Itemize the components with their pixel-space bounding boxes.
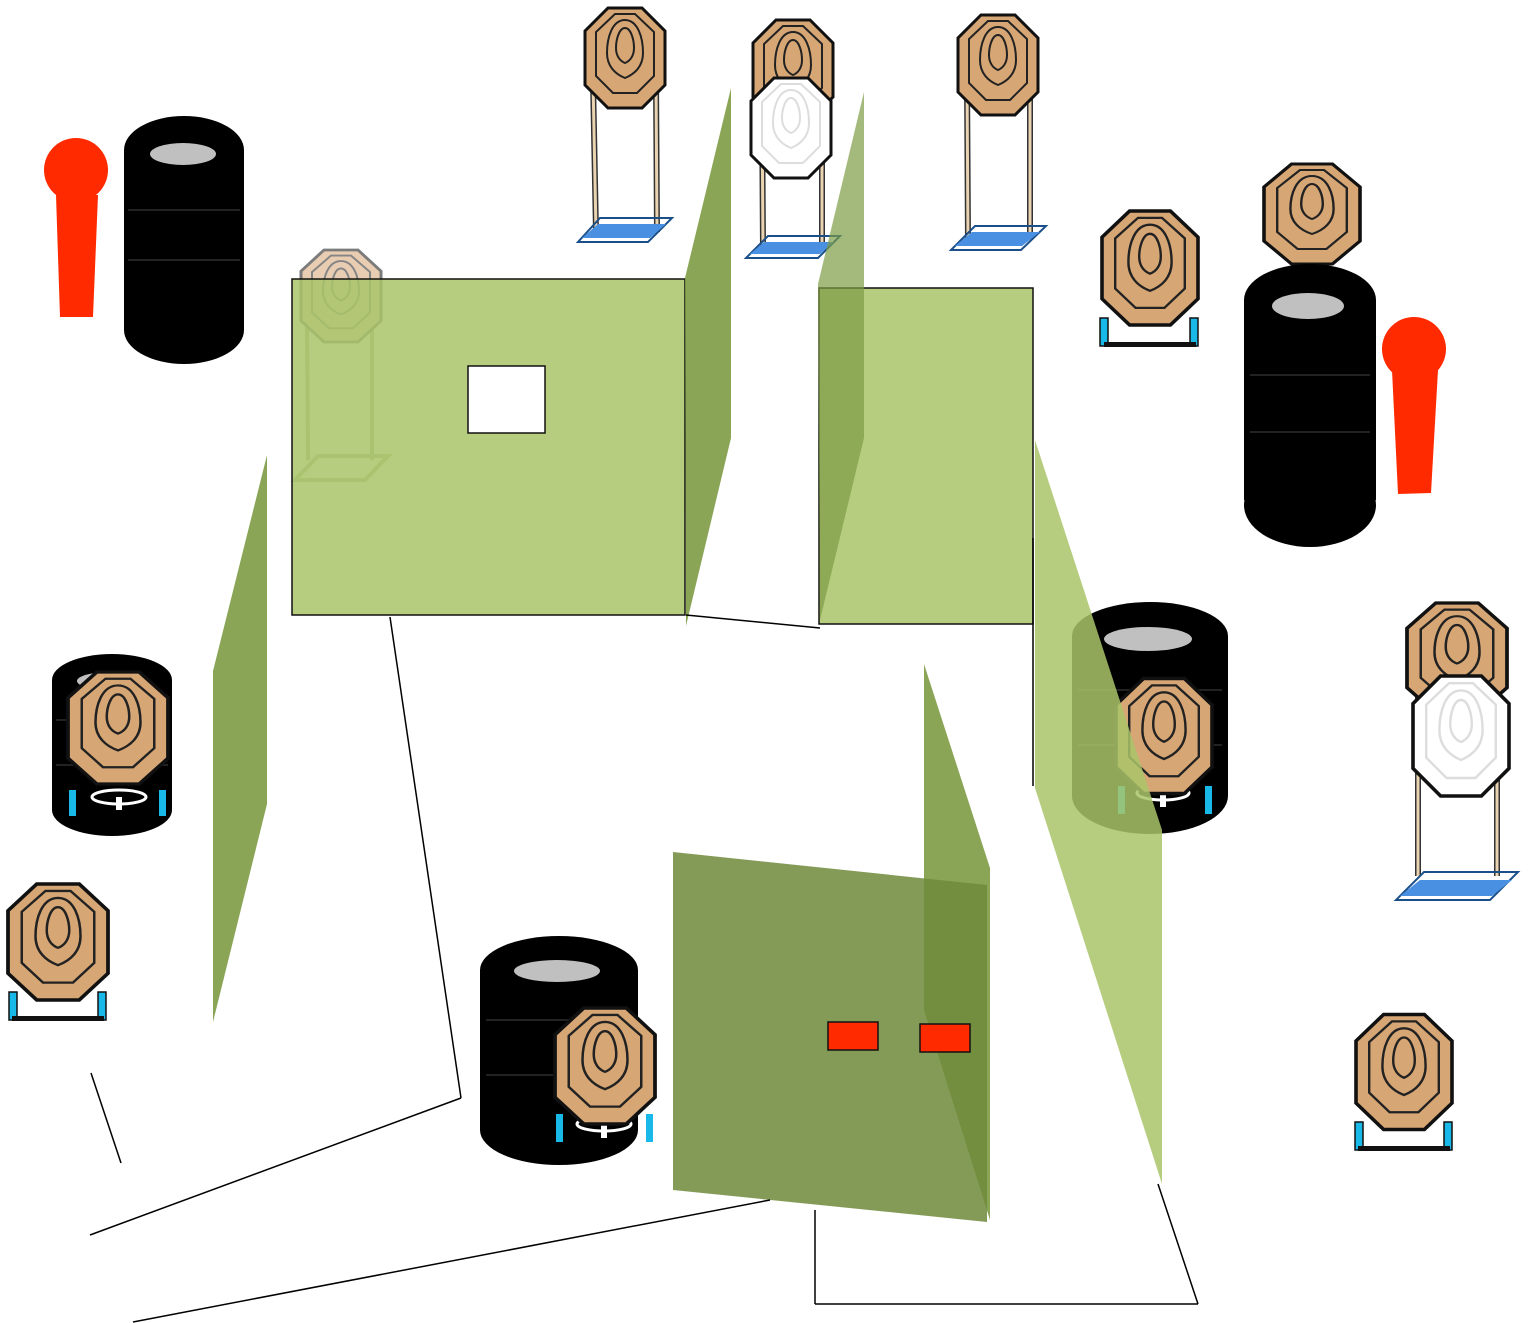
tire-stack-bottom-center — [480, 936, 657, 1165]
tall-target-top-right — [1262, 162, 1362, 266]
tire-stack-left-middle — [52, 654, 172, 836]
fault-lines — [89, 538, 1199, 1323]
tall-target-3 — [948, 13, 1049, 251]
no-shoot-target-1 — [749, 76, 833, 180]
tire-stack-top-right — [1244, 264, 1376, 547]
wall-right-angled — [1035, 440, 1162, 1184]
port-red-2 — [919, 1023, 971, 1053]
popper-right — [1382, 317, 1446, 494]
wall-angled-2 — [818, 92, 864, 620]
low-target-bottom-right — [1354, 1012, 1454, 1151]
low-target-top-right-1 — [1099, 209, 1200, 347]
low-target-left — [6, 882, 110, 1021]
wall-main-left — [291, 278, 686, 616]
wall-angled-1 — [685, 88, 731, 626]
port-red-1 — [827, 1021, 879, 1051]
popper-left — [44, 138, 108, 317]
wall-left-panel — [213, 455, 267, 1022]
tire-stack-top-left — [124, 116, 244, 364]
tall-target-right — [1393, 601, 1521, 901]
port-window — [467, 365, 546, 434]
tall-target-1 — [575, 6, 675, 243]
no-shoot-target-2 — [1411, 674, 1511, 798]
tall-target-2 — [743, 18, 843, 259]
